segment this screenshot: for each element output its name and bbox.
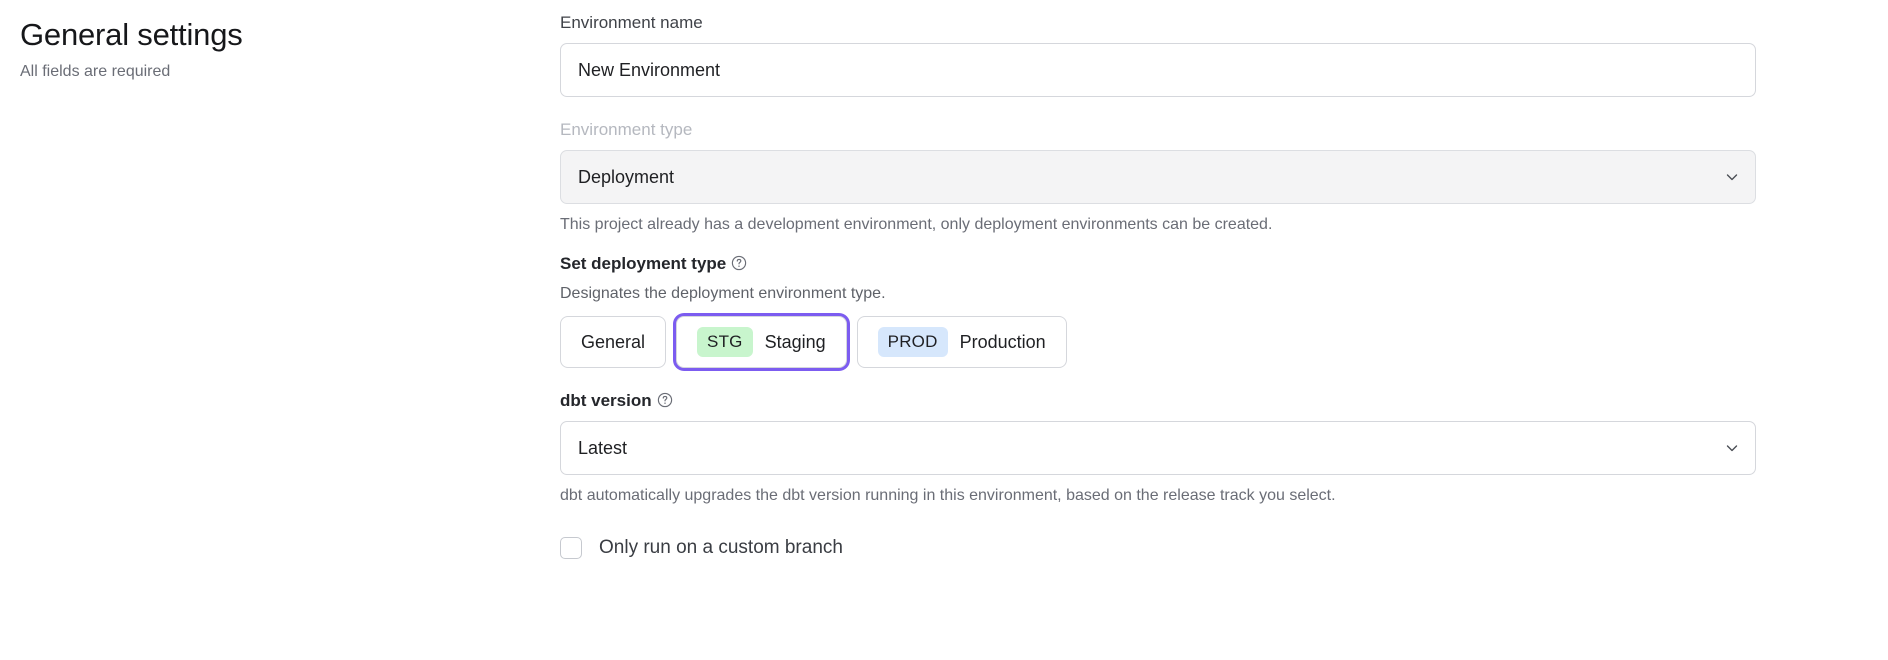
help-circle-icon[interactable] bbox=[657, 392, 673, 408]
deployment-type-description: Designates the deployment environment ty… bbox=[560, 284, 1756, 304]
deployment-type-button-group: General STG Staging PROD Production bbox=[560, 316, 1756, 368]
deployment-type-field: Set deployment type Designates the deplo… bbox=[560, 253, 1756, 368]
environment-name-label: Environment name bbox=[560, 12, 1756, 34]
settings-form: Environment name Environment type Deploy… bbox=[560, 0, 1822, 660]
help-circle-icon[interactable] bbox=[731, 255, 747, 271]
custom-branch-label[interactable]: Only run on a custom branch bbox=[599, 536, 843, 560]
environment-type-select[interactable]: Deployment bbox=[560, 150, 1756, 204]
staging-badge: STG bbox=[697, 327, 753, 357]
environment-type-select-wrap: Deployment bbox=[560, 150, 1756, 204]
deployment-type-option-production-label: Production bbox=[960, 332, 1046, 353]
environment-name-field: Environment name bbox=[560, 12, 1756, 97]
page-subtitle: All fields are required bbox=[20, 62, 536, 82]
dbt-version-label: dbt version bbox=[560, 391, 652, 410]
page-title: General settings bbox=[20, 16, 536, 54]
dbt-version-label-row: dbt version bbox=[560, 390, 1756, 412]
deployment-type-option-production[interactable]: PROD Production bbox=[857, 316, 1067, 368]
deployment-type-option-general-label: General bbox=[581, 332, 645, 353]
dbt-version-helper: dbt automatically upgrades the dbt versi… bbox=[560, 486, 1756, 506]
deployment-type-label-row: Set deployment type bbox=[560, 253, 1756, 275]
deployment-type-label: Set deployment type bbox=[560, 254, 726, 273]
dbt-version-select-wrap: Latest bbox=[560, 421, 1756, 475]
environment-name-input[interactable] bbox=[560, 43, 1756, 97]
environment-type-value: Deployment bbox=[578, 167, 674, 188]
environment-type-field: Environment type Deployment This project… bbox=[560, 119, 1756, 235]
settings-header-column: General settings All fields are required bbox=[0, 0, 560, 660]
dbt-version-field: dbt version Latest dbt automatically upg… bbox=[560, 390, 1756, 506]
deployment-type-option-staging-label: Staging bbox=[765, 332, 826, 353]
dbt-version-value: Latest bbox=[578, 438, 627, 459]
production-badge: PROD bbox=[878, 327, 948, 357]
custom-branch-row: Only run on a custom branch bbox=[560, 536, 1756, 560]
environment-type-helper: This project already has a development e… bbox=[560, 215, 1756, 235]
deployment-type-option-staging[interactable]: STG Staging bbox=[676, 316, 847, 368]
custom-branch-checkbox[interactable] bbox=[560, 537, 582, 559]
deployment-type-option-general[interactable]: General bbox=[560, 316, 666, 368]
dbt-version-select[interactable]: Latest bbox=[560, 421, 1756, 475]
environment-type-label: Environment type bbox=[560, 119, 1756, 141]
